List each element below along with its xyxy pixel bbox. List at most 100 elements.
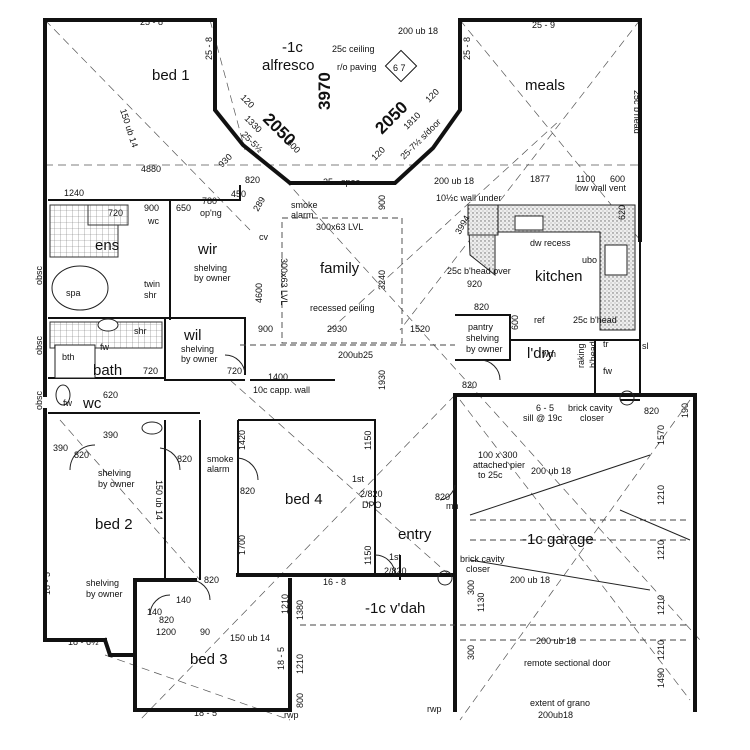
room-entry: entry [398, 526, 432, 543]
dim-300a: 300 [466, 580, 476, 595]
dim-1200: 1200 [156, 627, 176, 637]
dim-1400: 1400 [268, 372, 288, 382]
note-bhead-kit: 25c b'head [573, 315, 617, 325]
pier-circle [437, 570, 453, 586]
dim-800: 800 [295, 693, 305, 708]
note-opng: op'ng [200, 208, 222, 218]
garage-beam-2 [460, 624, 690, 641]
corner-drain [619, 390, 635, 406]
dim-900b: 900 [377, 195, 387, 210]
note-capp: 10c capp. wall [253, 385, 310, 395]
note-shelving-wir2: by owner [194, 273, 231, 283]
obsc-2: obsc [34, 335, 44, 355]
dim-1210f: 1210 [280, 594, 290, 614]
note-pantry: pantry [468, 322, 494, 332]
note-pier2: attached pier [473, 460, 525, 470]
dim-1150b: 1150 [363, 546, 373, 565]
dim-300b: 300 [466, 645, 476, 660]
dim-1130: 1130 [476, 593, 486, 612]
bth-label: bth [62, 352, 75, 362]
dim-18-6h: 18 - 6½ [68, 637, 99, 647]
fixture-labels: spa bth fw twin shr shr cv wc wm tr ref … [34, 216, 613, 720]
note-pier: 100 x 300 [478, 450, 518, 460]
sink-icon [514, 215, 544, 231]
note-grano: extent of grano [530, 698, 590, 708]
note-ub18-top: 200 ub 18 [398, 26, 438, 36]
rwp-right: rwp [427, 704, 442, 714]
dim-18-5c: 18 - 5 [194, 708, 217, 718]
dim-140b: 140 [176, 595, 191, 605]
note-pier3: to 25c [478, 470, 503, 480]
recessed-ceiling-outline [281, 217, 403, 344]
note-mh: mh [446, 501, 459, 511]
rwp-left: rwp [284, 710, 299, 720]
bath-tub-icon [54, 344, 96, 379]
dim-1700: 1700 [237, 535, 247, 555]
note-brick2: brick cavity [460, 554, 505, 564]
note-bhead-meals: 25c b'head [632, 90, 642, 134]
note-alarm2: alarm [207, 464, 230, 474]
dim-720c: 720 [227, 366, 242, 376]
cooktop-icon [604, 244, 628, 276]
dim-820f: 820 [240, 486, 255, 496]
dim-600c: 600 [510, 315, 520, 330]
note-shelving-b2: shelving [98, 468, 131, 478]
dim-120c: 120 [369, 145, 387, 163]
note-shelving-wir: shelving [194, 263, 227, 273]
fw2-label: fw [63, 398, 73, 408]
note-ub18-gar2: 200 ub 18 [510, 575, 550, 585]
dim-120a: 120 [239, 92, 257, 110]
ens-tile-2 [87, 204, 129, 226]
note-d2: 2/820 [360, 489, 383, 499]
step-diamond [384, 49, 418, 83]
dim-16-8: 16 - 8 [323, 577, 346, 587]
note-raking: raking [576, 343, 586, 368]
note-shelving-b2d: by owner [86, 589, 123, 599]
note-d3: DPO [362, 500, 382, 510]
dim-1240: 1240 [64, 188, 84, 198]
room-bed1: bed 1 [152, 67, 190, 84]
room-bed4: bed 4 [285, 491, 323, 508]
note-d5: 2/820 [384, 566, 407, 576]
note-sl: sl [642, 341, 649, 351]
dim-1210e: 1210 [295, 654, 305, 674]
dim-450: 450 [231, 189, 246, 199]
room-wir: wir [197, 241, 217, 258]
dim-820a: 820 [245, 175, 260, 185]
room-wc: wc [82, 395, 102, 412]
dim-650: 650 [176, 203, 191, 213]
room-family: family [320, 260, 360, 277]
note-d1: 1st [352, 474, 365, 484]
dim-25-8c: 25 - 8 [462, 37, 472, 60]
dim-900c: 900 [258, 324, 273, 334]
room-meals: meals [525, 77, 565, 94]
dim-289: 289 [251, 195, 267, 213]
note-smoke2: smoke [207, 454, 234, 464]
dim-820h: 820 [644, 406, 659, 416]
dim-18-5a: 18 - 5 [42, 572, 52, 595]
dim-3240: 3240 [377, 270, 387, 290]
dim-720a: 720 [108, 208, 123, 218]
twin-shr-label: shr [144, 290, 157, 300]
dim-120b: 120 [423, 87, 441, 105]
kitchen-corner [467, 204, 499, 236]
ubo-label: ubo [582, 255, 597, 265]
note-shelving-wil: shelving [181, 344, 214, 354]
dim-25-8a: 25 - 8 [140, 17, 163, 27]
note-ub18-gar: 200 ub 18 [531, 466, 571, 476]
obsc-1: obsc [34, 265, 44, 285]
room-vdah: -1c v'dah [365, 600, 425, 617]
room-wil: wil [183, 327, 202, 344]
obsc-3: obsc [34, 390, 44, 410]
note-recessed: recessed ceiling [310, 303, 375, 313]
dim-390a: 390 [53, 443, 68, 453]
dim-1380: 1380 [295, 600, 305, 620]
basin-icon-2 [141, 421, 163, 435]
room-bed3: bed 3 [190, 651, 228, 668]
dim-820c: 820 [462, 380, 477, 390]
roof-lines [44, 19, 701, 721]
dim-25-9: 25 - 9 [532, 20, 555, 30]
dim-6-5: 6 - 5 [536, 403, 554, 413]
cv-label: cv [259, 232, 269, 242]
spa-icon [51, 265, 109, 311]
